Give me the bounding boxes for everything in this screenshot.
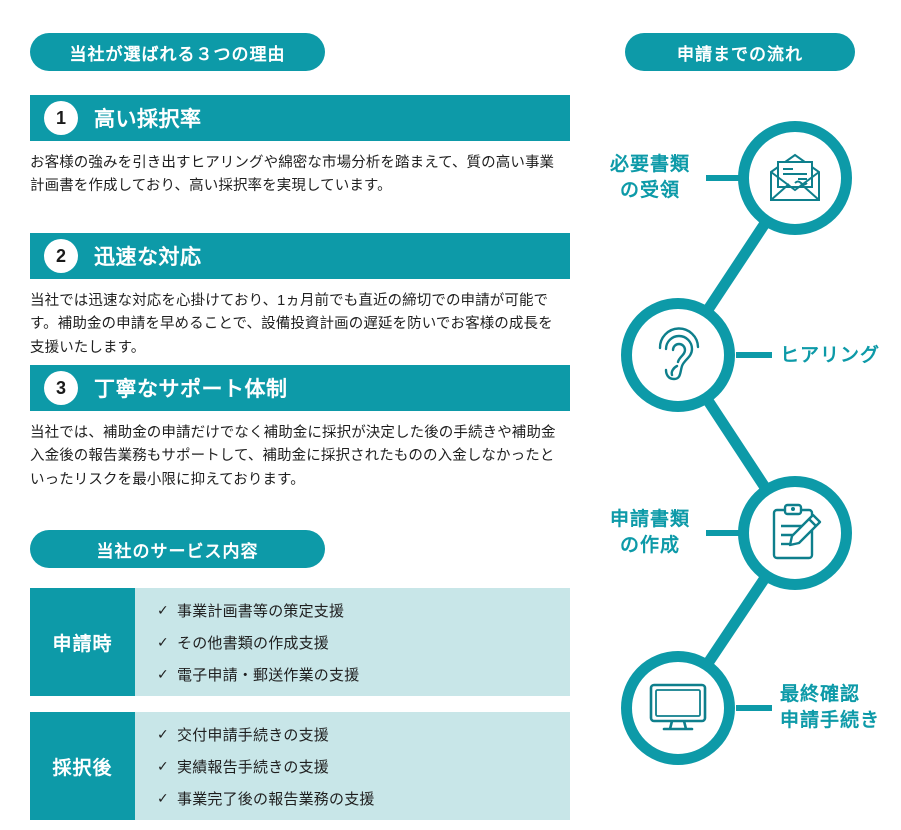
flow-label-4: 最終確認 申請手続き <box>780 684 881 731</box>
flow-node-2 <box>621 298 735 412</box>
reason-number-1: 1 <box>44 101 78 135</box>
clipboard-pencil-icon <box>766 502 824 564</box>
ear-icon <box>652 325 704 385</box>
service-item-label: 事業計画書等の策定支援 <box>177 602 345 620</box>
list-item: ✓ 電子申請・郵送作業の支援 <box>157 664 570 685</box>
reasons-pill-label: 当社が選ばれる３つの理由 <box>69 44 286 64</box>
service-table-application: 申請時 ✓ 事業計画書等の策定支援 ✓ その他書類の作成支援 ✓ 電子申請・郵送… <box>30 588 570 696</box>
reason-title-1: 高い採択率 <box>94 108 202 131</box>
check-icon: ✓ <box>157 633 169 650</box>
service-items-application: ✓ 事業計画書等の策定支援 ✓ その他書類の作成支援 ✓ 電子申請・郵送作業の支… <box>135 588 570 696</box>
reason-body-1: お客様の強みを引き出すヒアリングや綿密な市場分析を踏まえて、質の高い事業計画書を… <box>30 155 555 195</box>
flow-node-3 <box>738 476 852 590</box>
reason-header-1: 1 高い採択率 <box>30 95 570 141</box>
envelope-icon <box>765 152 825 204</box>
check-icon: ✓ <box>157 789 169 806</box>
check-icon: ✓ <box>157 757 169 774</box>
service-item-label: 電子申請・郵送作業の支援 <box>177 666 360 684</box>
reason-header-3: 3 丁寧なサポート体制 <box>30 365 570 411</box>
list-item: ✓ 実績報告手続きの支援 <box>157 756 570 777</box>
service-item-label: 交付申請手続きの支援 <box>177 726 330 744</box>
check-icon: ✓ <box>157 725 169 742</box>
service-item-label: 事業完了後の報告業務の支援 <box>177 790 375 808</box>
flow-label-2: ヒアリング <box>780 345 881 366</box>
flow-label-1: 必要書類 の受領 <box>609 154 690 201</box>
service-table-after-adoption: 採択後 ✓ 交付申請手続きの支援 ✓ 実績報告手続きの支援 ✓ 事業完了後の報告… <box>30 712 570 820</box>
reason-title-3: 丁寧なサポート体制 <box>94 378 288 401</box>
reason-number-2: 2 <box>44 239 78 273</box>
check-icon: ✓ <box>157 601 169 618</box>
reason-header-2: 2 迅速な対応 <box>30 233 570 279</box>
service-table-header-after-adoption: 採択後 <box>30 712 135 820</box>
service-item-label: その他書類の作成支援 <box>177 634 330 652</box>
service-table-header-application: 申請時 <box>30 588 135 696</box>
reason-number-3: 3 <box>44 371 78 405</box>
list-item: ✓ 事業計画書等の策定支援 <box>157 600 570 621</box>
reason-body-3: 当社では、補助金の申請だけでなく補助金に採択が決定した後の手続きや補助金入金後の… <box>30 425 556 488</box>
list-item: ✓ その他書類の作成支援 <box>157 632 570 653</box>
reason-title-2: 迅速な対応 <box>94 246 202 269</box>
flow-node-4 <box>621 651 735 765</box>
flow-section-pill: 申請までの流れ <box>625 33 855 71</box>
monitor-icon <box>647 681 709 735</box>
service-item-label: 実績報告手続きの支援 <box>177 758 330 776</box>
flow-label-3: 申請書類 の作成 <box>609 509 690 556</box>
list-item: ✓ 交付申請手続きの支援 <box>157 724 570 745</box>
flow-node-1 <box>738 121 852 235</box>
list-item: ✓ 事業完了後の報告業務の支援 <box>157 788 570 809</box>
reason-body-2: 当社では迅速な対応を心掛けており、1ヵ月前でも直近の締切での申請が可能です。補助… <box>30 293 553 356</box>
reasons-section-pill: 当社が選ばれる３つの理由 <box>30 33 325 71</box>
service-items-after-adoption: ✓ 交付申請手続きの支援 ✓ 実績報告手続きの支援 ✓ 事業完了後の報告業務の支… <box>135 712 570 820</box>
services-section-pill: 当社のサービス内容 <box>30 530 325 568</box>
services-pill-label: 当社のサービス内容 <box>96 541 259 561</box>
check-icon: ✓ <box>157 665 169 682</box>
flow-pill-label: 申請までの流れ <box>677 44 803 64</box>
